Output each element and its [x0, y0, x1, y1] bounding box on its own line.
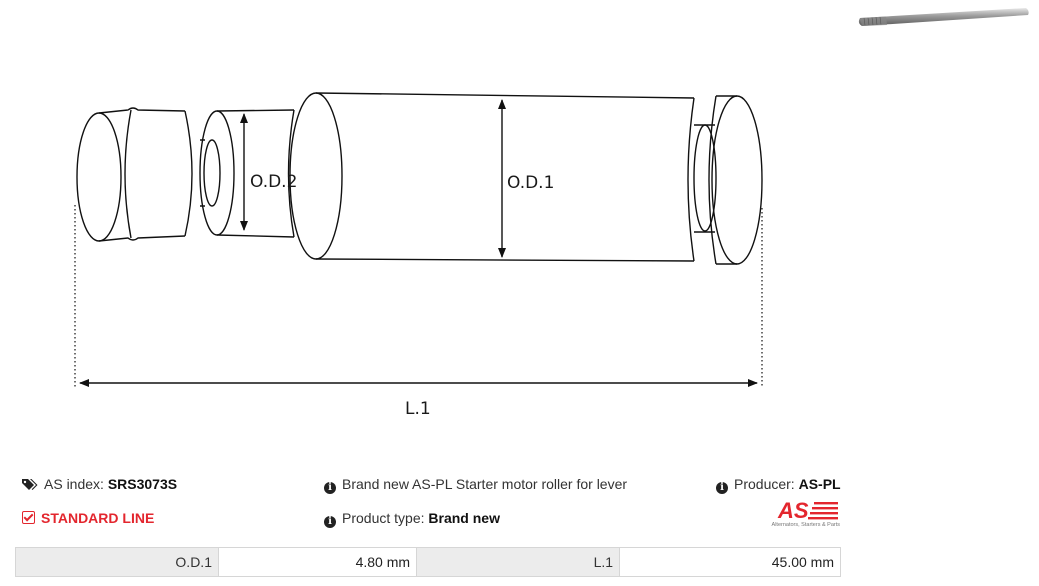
standard-line-label: STANDARD LINE [41, 510, 155, 526]
product-thumbnail[interactable] [856, 2, 1032, 28]
info-icon: i [716, 482, 728, 494]
tags-icon [22, 479, 38, 490]
as-index: AS index: SRS3073S [22, 476, 177, 492]
right-flange-face [711, 95, 763, 265]
info-icon: i [324, 516, 336, 528]
spec-value: 45.00 mm [619, 547, 841, 577]
l1-label: L.1 [405, 399, 431, 419]
end-cap-body [98, 107, 186, 242]
technical-drawing: O.D.2 O.D.1 L.1 [74, 92, 763, 419]
body-face [289, 92, 343, 260]
svg-text:AS: AS [777, 499, 809, 521]
spec-key: L.1 [416, 547, 621, 577]
standard-line-badge: STANDARD LINE [22, 510, 154, 526]
as-index-value: SRS3073S [107, 476, 178, 492]
description-text: Brand new AS-PL Starter motor roller for… [342, 476, 628, 492]
producer-value: AS-PL [798, 476, 841, 492]
spec-key: O.D.1 [15, 547, 219, 577]
product-type-label: Product type: [342, 510, 425, 526]
logo-caption: Alternators, Starters & Parts [771, 522, 840, 528]
product-type: i Product type: Brand new [324, 510, 500, 528]
as-index-label: AS index: [44, 476, 104, 492]
neck-face [199, 110, 235, 236]
end-cap-face [76, 112, 122, 242]
table-row: O.D.1 4.80 mm L.1 45.00 mm [15, 547, 841, 577]
product-type-value: Brand new [428, 510, 500, 526]
od2-label: O.D.2 [250, 172, 297, 192]
as-pl-logo[interactable]: AS [764, 499, 840, 521]
od1-label: O.D.1 [507, 173, 554, 193]
info-icon: i [324, 482, 336, 494]
spec-table: O.D.1 4.80 mm L.1 45.00 mm [15, 547, 841, 577]
producer-label: Producer: [734, 476, 795, 492]
product-description: i Brand new AS-PL Starter motor roller fo… [324, 476, 627, 494]
producer: i Producer: AS-PL [716, 476, 841, 494]
check-square-icon [22, 511, 35, 524]
spec-value: 4.80 mm [217, 547, 418, 577]
